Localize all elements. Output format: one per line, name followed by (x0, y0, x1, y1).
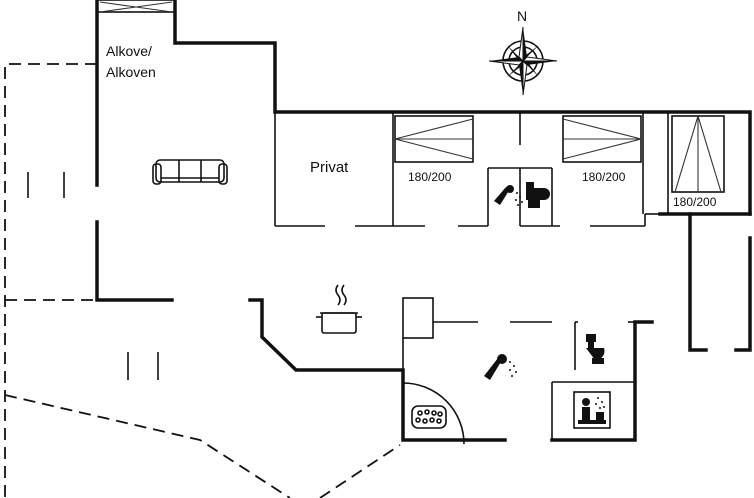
bed-room-1 (394, 115, 474, 163)
interior-walls (274, 112, 669, 445)
toilet-icon-2 (586, 334, 605, 364)
compass-north-label: N (517, 8, 527, 24)
sauna-icon (573, 391, 611, 429)
shower-icon-2 (484, 354, 517, 380)
sofa-icon (152, 159, 228, 185)
bed-alcove (96, 0, 176, 13)
label-bed-size-3: 180/200 (673, 195, 717, 209)
terrace-outline (4, 63, 401, 498)
bed-room-2 (562, 115, 642, 163)
shower-icon (494, 185, 523, 206)
label-alcove-1: Alkove/ (106, 43, 152, 59)
label-private: Privat (310, 159, 349, 176)
cooking-pot-icon (316, 284, 362, 334)
compass-rose-icon (488, 26, 558, 96)
label-alcove-2: Alkoven (106, 64, 156, 80)
label-bed-size-2: 180/200 (582, 170, 626, 184)
outer-walls (95, 0, 752, 442)
toilet-icon (526, 182, 550, 208)
label-bed-size-1: 180/200 (408, 170, 452, 184)
whirlpool-icon (411, 405, 447, 429)
bed-room-3 (671, 115, 725, 193)
